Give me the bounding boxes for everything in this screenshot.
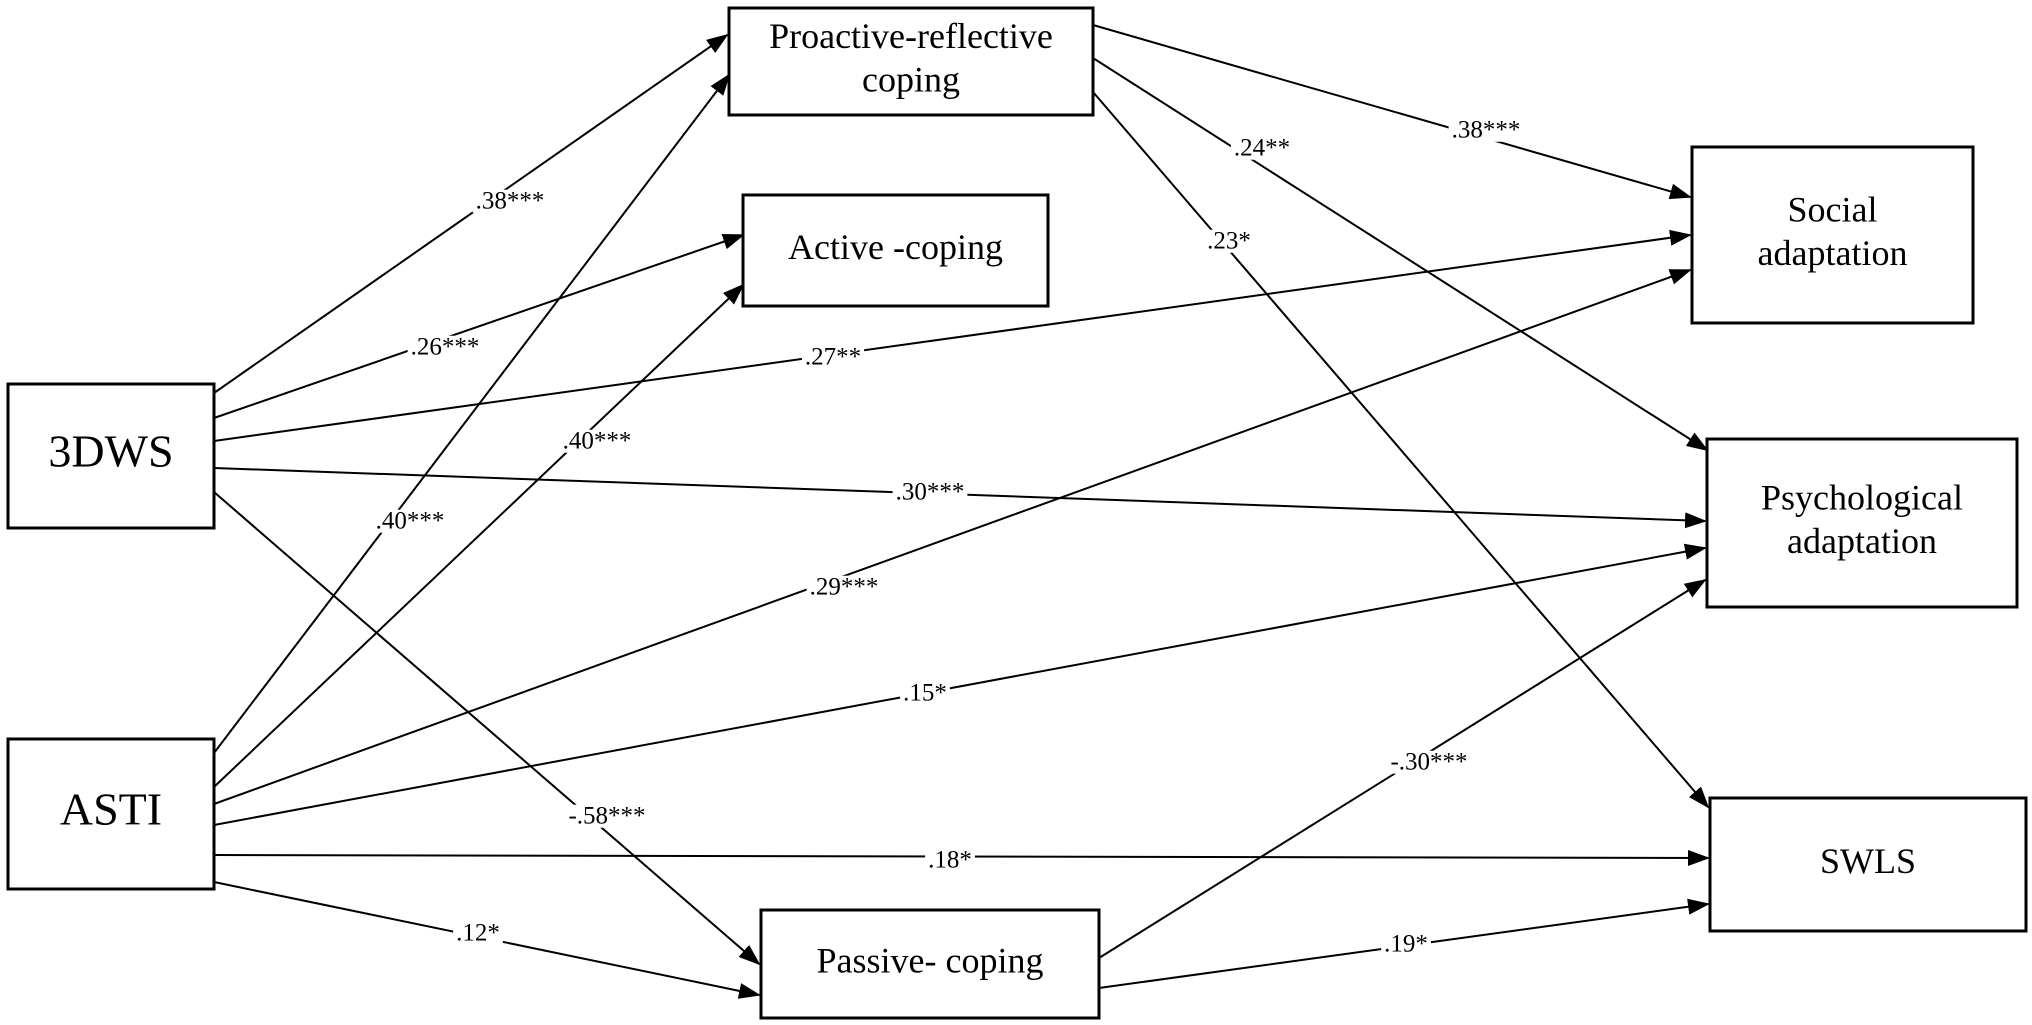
edge-coefficient-asti-social: .29***: [810, 574, 879, 601]
edge-dws-psych: .30***: [213, 467, 1707, 529]
edges-layer: .38*** .26*** .27** .30*** -.58*** .40*** .40*…: [213, 24, 1710, 999]
edge-asti-psych: .15*: [213, 543, 1707, 826]
edge-label-background: [1381, 932, 1431, 956]
edge-coefficient-asti-swls: .18*: [928, 847, 972, 874]
edge-label-background: [372, 509, 448, 533]
edge-label-background: [559, 429, 635, 453]
edge-dws-active: .26***: [213, 233, 745, 419]
node-label-passive-0: Passive- coping: [817, 940, 1044, 980]
edge-asti-active: .40***: [213, 283, 745, 788]
node-box-psych: [1705, 437, 2019, 609]
edge-dws-social: .27**: [213, 229, 1692, 442]
edge-line-proactive-psych: [1092, 57, 1709, 452]
edge-label-background: [900, 681, 950, 705]
edge-passive-psych: -.30***: [1098, 578, 1707, 959]
edge-asti-swls: .18*: [213, 847, 1710, 874]
node-label-active-0: Active -coping: [788, 227, 1003, 267]
edge-line-dws-passive: [213, 491, 761, 966]
edge-coefficient-asti-active: .40***: [563, 428, 632, 455]
edge-label-background: [892, 480, 968, 504]
node-box-swls: [1708, 796, 2028, 933]
node-label-psych-0: Psychological: [1761, 478, 1963, 518]
edge-label-background: [407, 335, 483, 359]
node-box-asti: [6, 737, 216, 891]
node-label-social-0: Social: [1788, 190, 1878, 230]
edge-proactive-social: .38***: [1092, 24, 1692, 200]
edge-line-proactive-swls: [1092, 91, 1710, 809]
edge-label-background: [1230, 136, 1294, 160]
node-swls: SWLS: [1708, 796, 2028, 933]
node-label-dws-0: 3DWS: [48, 426, 173, 477]
edge-proactive-swls: .23*: [1092, 91, 1710, 809]
node-label-swls-0: SWLS: [1820, 841, 1916, 881]
edge-line-dws-active: [213, 233, 745, 419]
node-box-active: [741, 193, 1050, 308]
edge-line-asti-active: [213, 283, 745, 788]
edge-label-background: [1387, 750, 1471, 774]
edge-label-background: [1204, 229, 1254, 253]
edge-coefficient-proactive-social: .38***: [1452, 117, 1521, 144]
edge-coefficient-dws-proactive: .38***: [476, 188, 545, 215]
edge-line-asti-proactive: [213, 73, 731, 754]
node-active: Active -coping: [741, 193, 1050, 308]
node-label-proactive-1: coping: [862, 59, 960, 99]
edge-coefficient-passive-psych: -.30***: [1390, 749, 1467, 776]
node-passive: Passive- coping: [759, 908, 1101, 1020]
node-dws: 3DWS: [6, 382, 216, 530]
edge-coefficient-proactive-psych: .24**: [1234, 135, 1290, 162]
edge-dws-passive: -.58***: [213, 491, 761, 966]
edge-line-asti-social: [213, 269, 1692, 805]
node-label-proactive-0: Proactive-reflective: [769, 16, 1053, 56]
edge-coefficient-dws-passive: -.58***: [568, 803, 645, 830]
node-box-social: [1690, 145, 1975, 325]
edge-proactive-psych: .24**: [1092, 57, 1709, 452]
edge-coefficient-asti-psych: .15*: [903, 680, 947, 707]
edge-coefficient-dws-social: .27**: [805, 344, 861, 371]
edge-label-background: [806, 575, 882, 599]
edge-coefficient-dws-psych: .30***: [896, 479, 965, 506]
node-label-asti-0: ASTI: [60, 784, 162, 835]
edge-line-asti-psych: [213, 543, 1707, 826]
node-label-psych-1: adaptation: [1787, 521, 1937, 561]
edge-label-background: [565, 804, 649, 828]
edge-coefficient-asti-proactive: .40***: [376, 508, 445, 535]
edge-dws-proactive: .38***: [213, 33, 729, 394]
edge-label-background: [801, 345, 865, 369]
edge-coefficient-proactive-swls: .23*: [1207, 228, 1251, 255]
edge-asti-passive: .12*: [213, 881, 761, 999]
node-box-passive: [759, 908, 1101, 1020]
edge-passive-swls: .19*: [1098, 898, 1710, 989]
edge-line-dws-proactive: [213, 33, 729, 394]
node-asti: ASTI: [6, 737, 216, 891]
edge-coefficient-passive-swls: .19*: [1384, 931, 1428, 958]
edge-label-background: [1448, 118, 1524, 142]
node-box-proactive: [727, 6, 1095, 117]
edge-coefficient-dws-active: .26***: [411, 334, 480, 361]
edge-asti-proactive: .40***: [213, 73, 731, 754]
node-label-social-1: adaptation: [1758, 233, 1908, 273]
edge-asti-social: .29***: [213, 269, 1692, 805]
edge-label-background: [472, 189, 548, 213]
edge-line-proactive-social: [1092, 24, 1692, 200]
edge-line-dws-social: [213, 229, 1692, 442]
edge-label-background: [453, 921, 503, 945]
edge-coefficient-asti-passive: .12*: [456, 920, 500, 947]
edge-label-background: [925, 848, 975, 872]
node-box-dws: [6, 382, 216, 530]
